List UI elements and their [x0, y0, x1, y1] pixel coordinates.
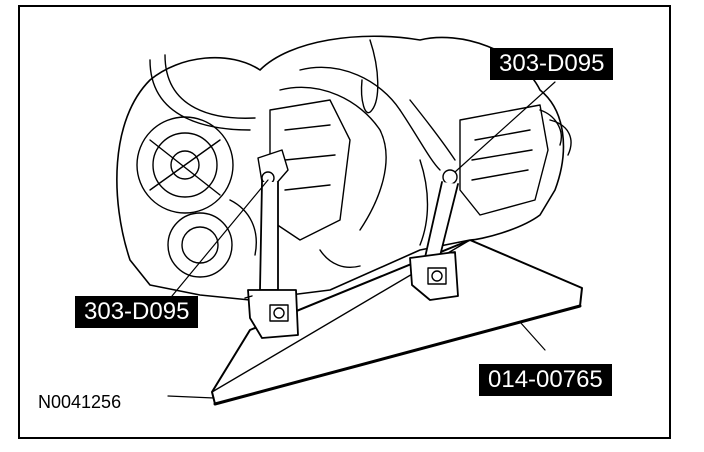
callout-lower-left: 303-D095 [75, 296, 199, 328]
engine-block [116, 35, 572, 301]
left-support-bracket [244, 149, 299, 339]
callout-bottom-right: 014-00765 [479, 364, 612, 396]
figure-id: N0041256 [38, 392, 122, 412]
leader-lines [167, 81, 556, 399]
callout-upper-right: 303-D095 [490, 48, 614, 80]
right-support-bracket [409, 169, 459, 301]
